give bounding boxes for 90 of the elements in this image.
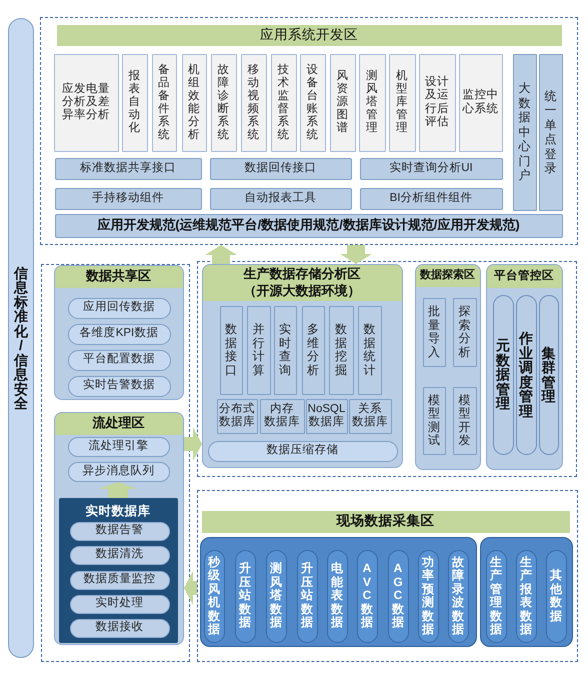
item-pill: 作业调度管理 (516, 294, 536, 454)
app-module: 测风塔管理 (358, 54, 386, 152)
item-pill: 数据告警 (70, 522, 170, 540)
data-pill: 升压站数据 (296, 550, 318, 642)
app-module: 设计及运行后评估 (418, 54, 456, 152)
data-pill: 秒级风机数据 (204, 550, 224, 642)
function-box: 批量导入 (422, 298, 446, 366)
item-pill: 数据质量监控 (70, 570, 170, 590)
dashed-region (41, 264, 190, 662)
block-arrow (184, 571, 197, 605)
item-pill: 数据接收 (70, 618, 170, 638)
data-pill: 生产报表数据 (516, 550, 536, 642)
app-module: 机型库管理 (388, 54, 416, 152)
item-pill: 数据清洗 (70, 546, 170, 564)
function-box: 并行计算 (246, 306, 270, 394)
block-arrow (205, 245, 237, 264)
zone-header: 数据共享区 (54, 266, 182, 288)
item-pill: 实时告警数据 (68, 376, 170, 396)
data-pill: 功率预测数据 (418, 550, 438, 642)
zone-panel (54, 264, 184, 400)
service-bar: 标准数据共享接口 (54, 158, 202, 180)
item-pill: 应用回传数据 (68, 298, 170, 318)
data-pill: 电能表数据 (326, 550, 348, 642)
app-module: 技术监督系统 (270, 54, 296, 152)
data-pill: AVC数据 (356, 550, 378, 642)
function-box: 数据挖掘 (328, 306, 354, 394)
database-panel (58, 498, 178, 642)
zone-subtitle: （开源大数据环境） (244, 282, 360, 299)
function-box: 探索分析 (452, 298, 476, 366)
function-box: 数据统计 (358, 306, 382, 394)
item-pill: 流处理引擎 (68, 436, 170, 456)
item-pill: 平台配置数据 (68, 350, 170, 370)
item-pill: 集群管理 (538, 294, 558, 454)
app-module: 风资源图谱 (330, 54, 356, 152)
dashed-region (40, 17, 578, 245)
zone-panel (202, 264, 402, 468)
function-box: 模型测试 (422, 386, 446, 454)
database-box: 关系数据库 (348, 398, 392, 434)
portal-column: 统一单点登录 (538, 54, 562, 210)
item-pill: 元数据管理 (492, 294, 514, 454)
standards-bar: 应用开发规范(运维规范平台/数据使用规范/数据库设计规范/应用开发规范) (54, 214, 562, 238)
service-bar: 数据回传接口 (210, 158, 352, 180)
block-arrow (98, 482, 138, 498)
app-module: 报表自动化 (122, 54, 148, 152)
item-pill: 异步消息队列 (68, 462, 170, 482)
app-module: 设备台账系统 (300, 54, 326, 152)
app-module: 备品备件系统 (152, 54, 176, 152)
service-bar: BI分析组件组件 (360, 188, 502, 210)
data-pill: 升压站数据 (234, 550, 256, 642)
zone-title: 生产数据存储分析区 (244, 266, 360, 282)
dashed-region (197, 490, 578, 662)
app-module: 移动视频系统 (240, 54, 266, 152)
zone-header: 应用系统开发区 (56, 24, 562, 46)
app-module: 监控中心系统 (458, 54, 502, 152)
item-pill: 各维度KPI数据 (68, 324, 170, 344)
side-band: 信息标准化/信息安全 (8, 18, 34, 658)
zone-header: 平台管控区 (486, 264, 562, 288)
function-box: 数据接口 (220, 306, 242, 394)
zone-header: 流处理区 (54, 412, 182, 434)
item-pill: 实时处理 (70, 594, 170, 614)
function-box: 多维分析 (302, 306, 324, 394)
database-box: 内存数据库 (260, 398, 304, 434)
block-arrow (184, 427, 202, 461)
item-pill: 数据压缩存储 (208, 440, 398, 462)
data-pill: AGC数据 (388, 550, 408, 642)
section-title: 实时数据库 (86, 504, 150, 520)
database-box: 分布式数据库 (216, 398, 258, 434)
service-bar: 自动报表工具 (210, 188, 352, 210)
service-bar: 手持移动组件 (54, 188, 202, 210)
zone-panel (54, 412, 184, 644)
group-panel (200, 536, 476, 646)
dashed-region (197, 261, 577, 477)
app-module: 故障诊断系统 (210, 54, 236, 152)
group-panel (480, 536, 572, 646)
app-module: 机组效能分析 (182, 54, 206, 152)
app-module: 应发电量分析及差异率分析 (54, 54, 118, 152)
function-box: 模型开发 (452, 386, 476, 454)
zone-header: 现场数据采集区 (202, 510, 570, 532)
block-arrow (340, 245, 372, 264)
data-pill: 故障录波数据 (448, 550, 468, 642)
function-box: 实时查询 (274, 306, 296, 394)
zone-panel (414, 264, 480, 470)
data-pill: 其他数据 (546, 550, 566, 642)
database-box: NoSQL数据库 (306, 398, 348, 434)
data-pill: 测风塔数据 (266, 550, 286, 642)
zone-panel (486, 264, 562, 470)
service-bar: 实时查询分析UI (360, 158, 502, 180)
portal-column: 大数据中心门户 (512, 54, 536, 210)
data-pill: 生产管理数据 (486, 550, 506, 642)
zone-header: 数据探索区 (416, 264, 480, 286)
